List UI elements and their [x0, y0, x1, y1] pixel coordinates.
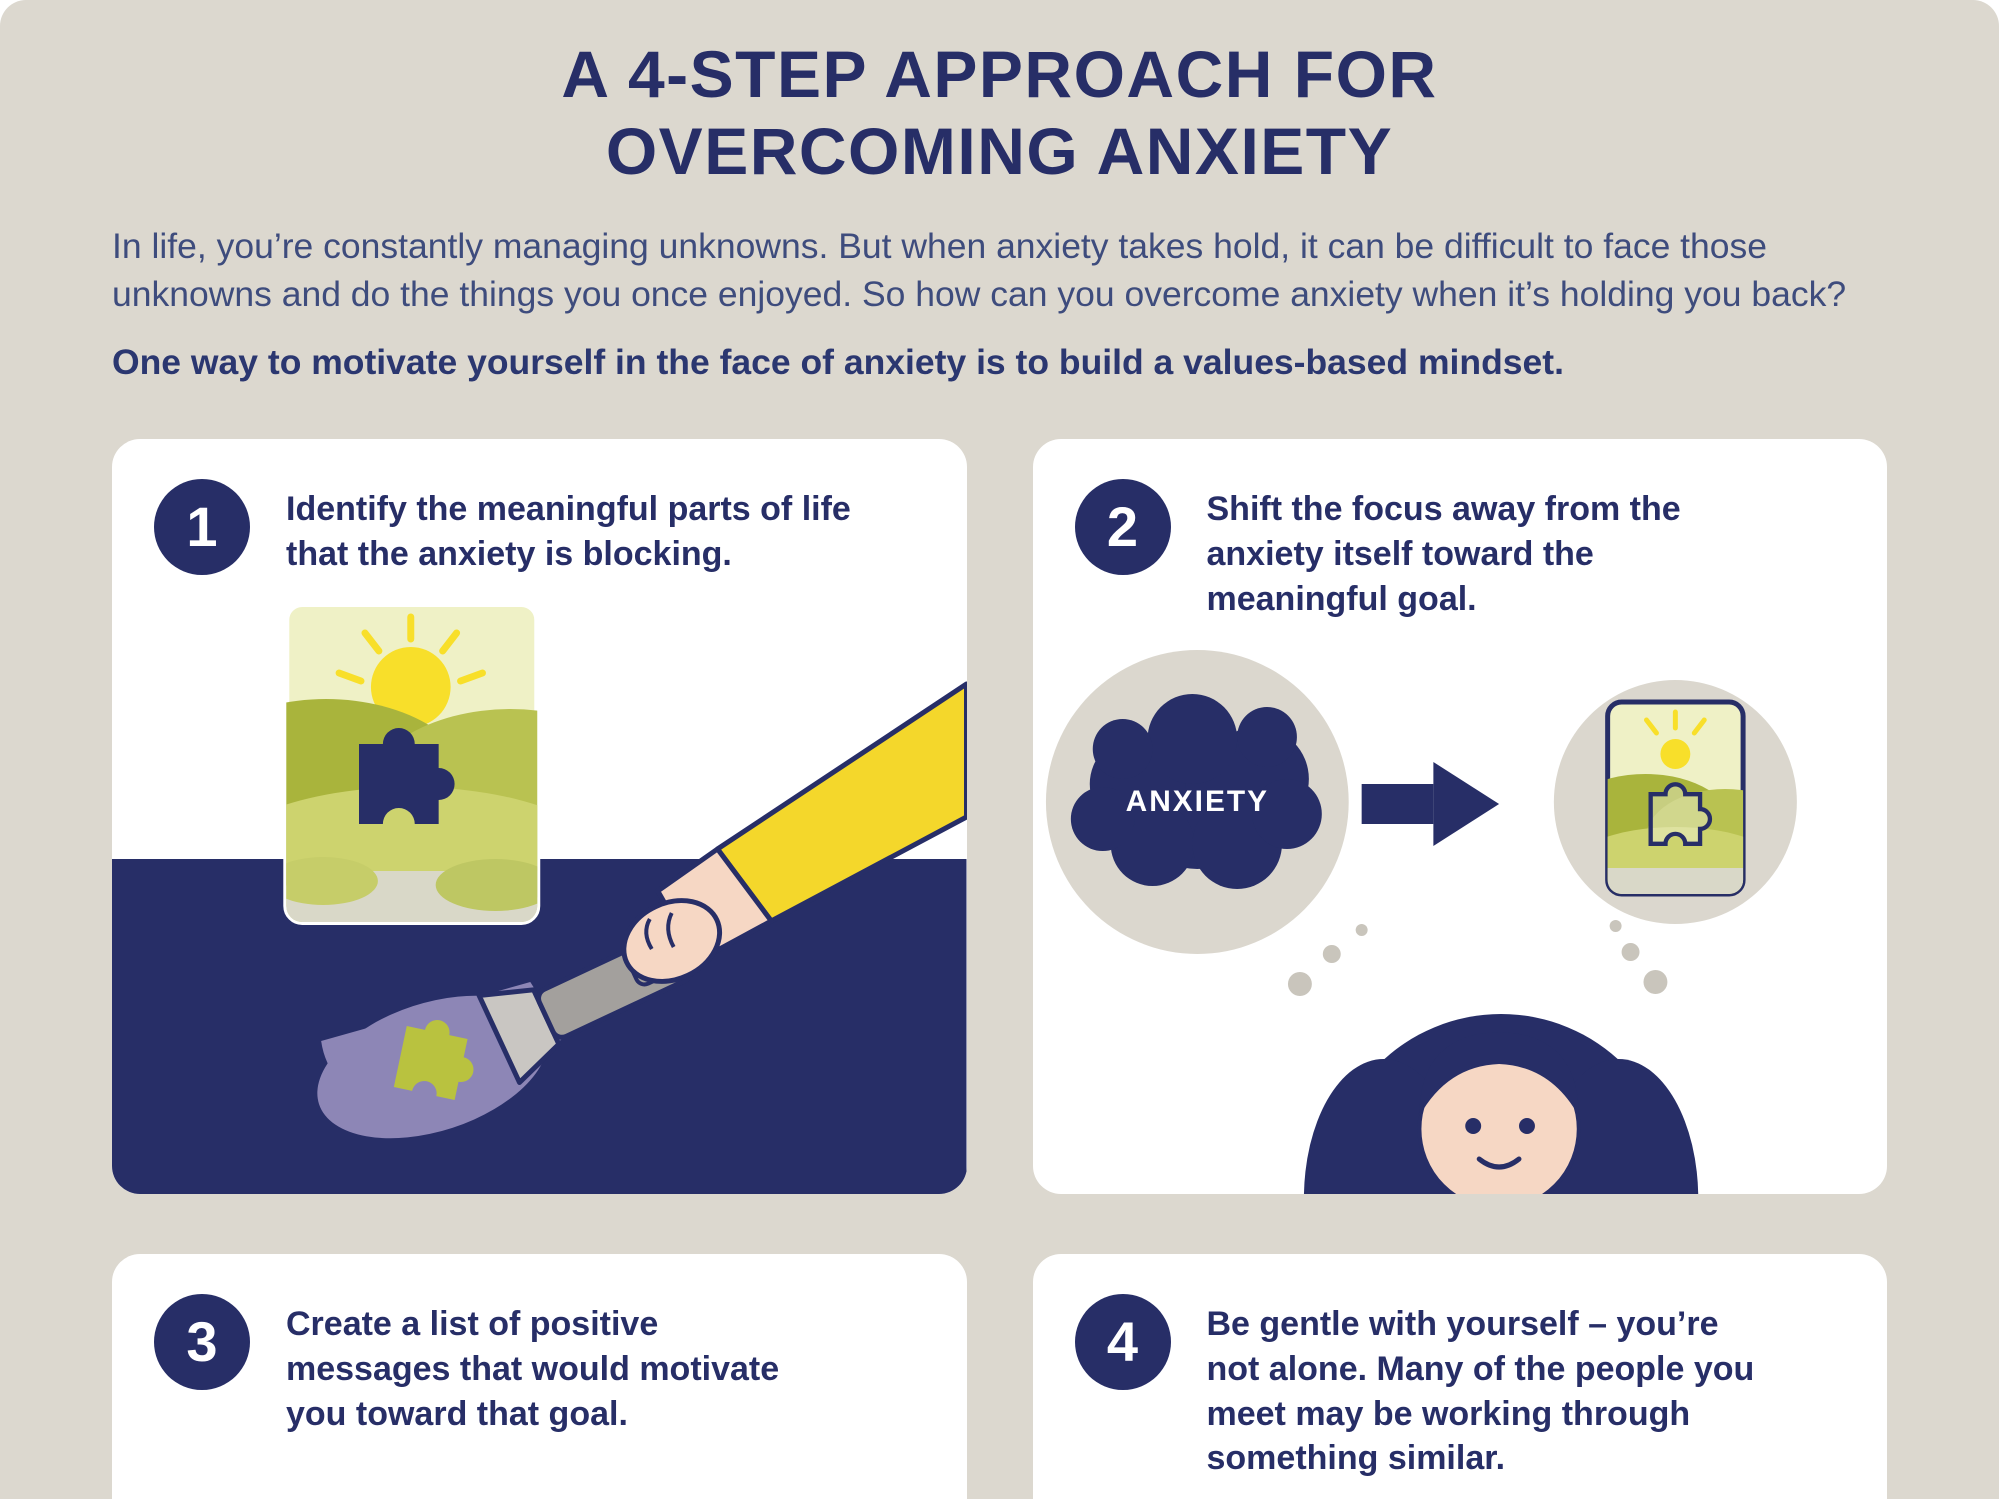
- thought-dots: [1287, 919, 1667, 996]
- eye-left: [1464, 1117, 1481, 1134]
- step-4-number-badge: 4: [1074, 1293, 1171, 1390]
- woman-illustration: [1303, 1013, 1698, 1194]
- flashlight-illustration: [112, 600, 967, 1194]
- goal-puzzle-outline-icon: [1648, 781, 1712, 846]
- step-card-1: 1 Identify the meaningful parts of life …: [112, 438, 967, 1194]
- anxiety-label: ANXIETY: [1125, 785, 1268, 818]
- step-card-3: 3 Create a list of positive messages tha…: [112, 1253, 967, 1499]
- page-title: A 4-STEP APPROACH FOR OVERCOMING ANXIETY: [100, 36, 1899, 189]
- goal-sun-icon: [1643, 709, 1707, 736]
- goal-thought-bubble: [1553, 679, 1797, 924]
- step-card-4: 4 Be gentle with yourself – you’re not a…: [1032, 1253, 1888, 1499]
- sun-icon: [335, 613, 486, 685]
- arrow-right-icon: [1361, 761, 1499, 846]
- hair-fringe: [1418, 1031, 1579, 1116]
- page-title-line1: A 4-STEP APPROACH FOR: [561, 37, 1438, 111]
- lead-statement: One way to motivate yourself in the face…: [112, 341, 1564, 382]
- anxiety-thought-bubble: ANXIETY: [1045, 649, 1349, 954]
- page-title-line2: OVERCOMING ANXIETY: [605, 113, 1394, 188]
- found-puzzle-piece-icon: [393, 1019, 474, 1100]
- step-card-2: 2 Shift the focus away from the anxiety …: [1032, 438, 1888, 1194]
- arm-illustration: [621, 681, 967, 984]
- eye-right: [1518, 1117, 1535, 1134]
- anxiety-cloud: [1070, 693, 1322, 889]
- step-2-number-badge: 2: [1074, 478, 1171, 575]
- step-1-number-badge: 1: [154, 478, 250, 575]
- step-2-heading: Shift the focus away from the anxiety it…: [1206, 489, 1681, 618]
- step-1-heading: Identify the meaningful parts of life th…: [286, 489, 851, 573]
- smile: [1476, 1156, 1521, 1170]
- puzzle-piece-icon: [358, 727, 455, 824]
- steps-grid: 1 Identify the meaningful parts of life …: [0, 438, 1999, 1499]
- landscape-photo: [283, 600, 541, 925]
- step-2-header: 2 Shift the focus away from the anxiety …: [1033, 439, 1888, 622]
- step-3-number-badge: 3: [154, 1293, 250, 1390]
- step-3-heading: Create a list of positive messages that …: [286, 1304, 780, 1433]
- focus-shift-illustration: ANXIETY: [1045, 649, 1797, 1194]
- step-1-header: 1 Identify the meaningful parts of life …: [112, 439, 967, 577]
- step-4-header: 4 Be gentle with yourself – you’re not a…: [1033, 1254, 1888, 1482]
- step-4-heading: Be gentle with yourself – you’re not alo…: [1206, 1304, 1755, 1478]
- step-3-header: 3 Create a list of positive messages tha…: [112, 1254, 967, 1437]
- intro-paragraph: In life, you’re constantly managing unkn…: [112, 226, 1847, 315]
